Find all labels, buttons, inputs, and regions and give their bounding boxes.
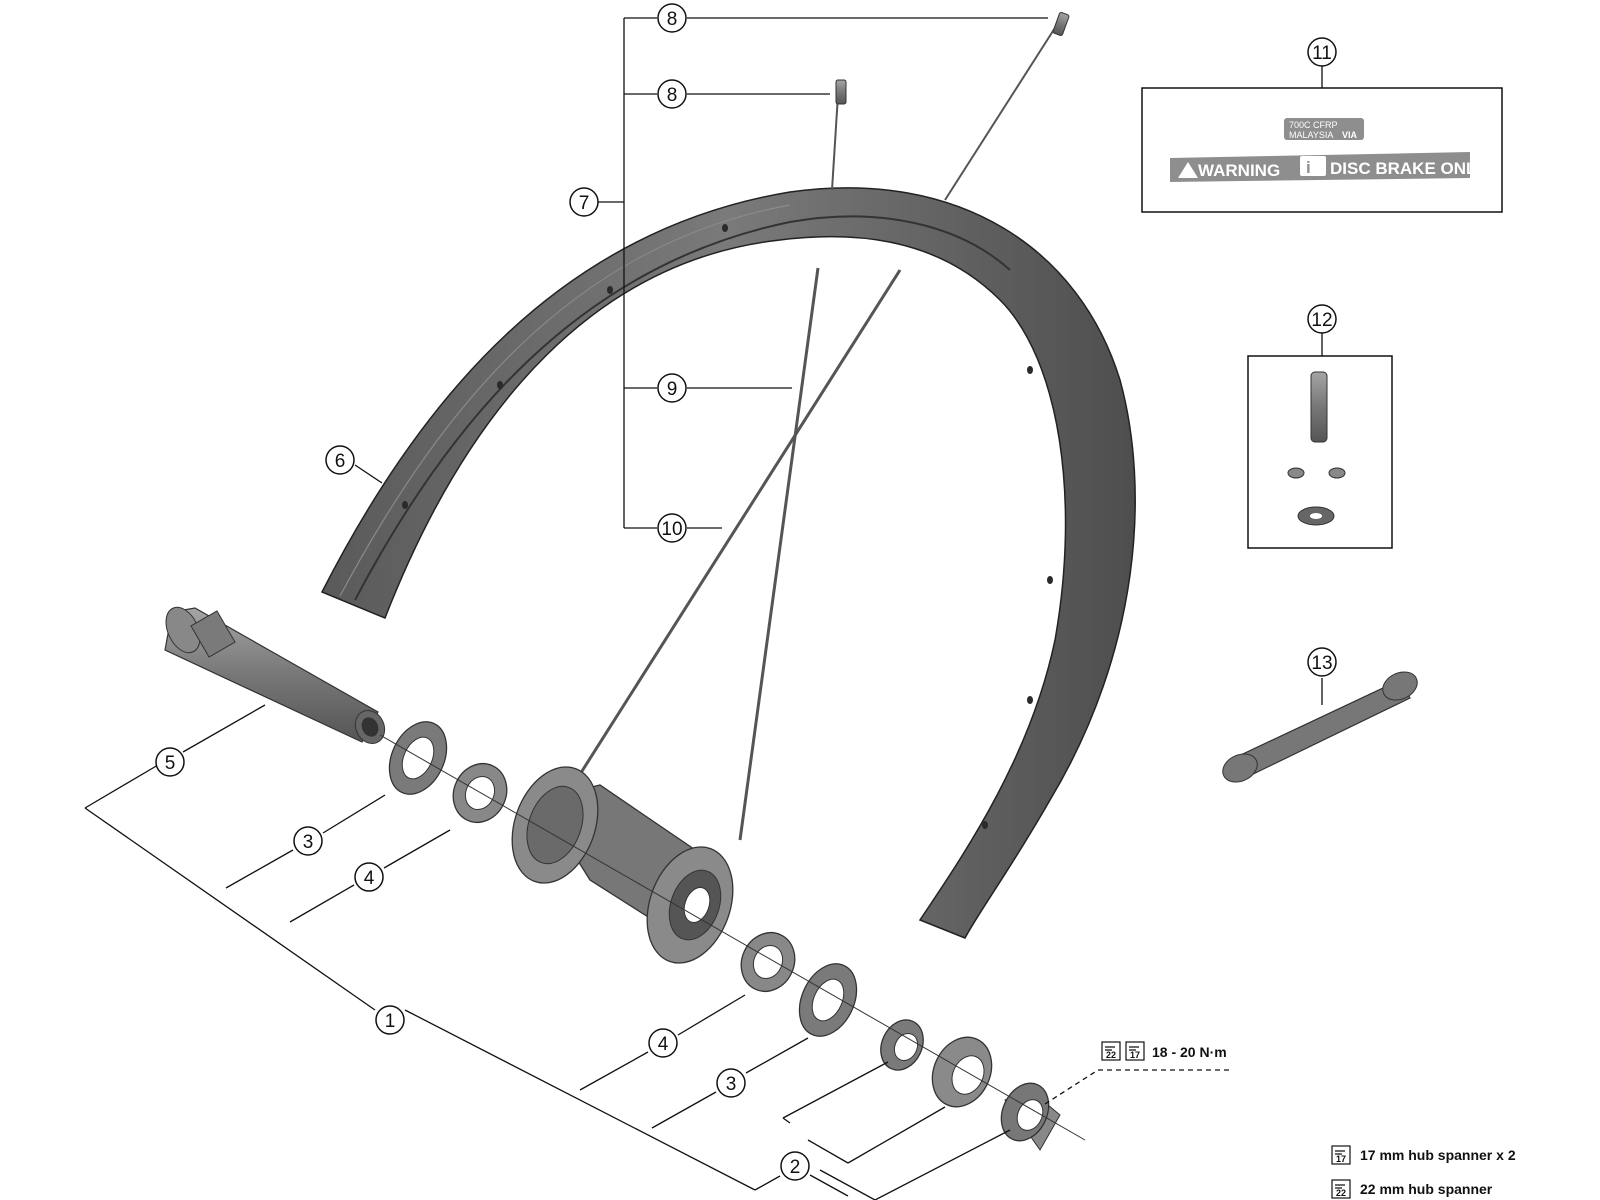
spokes (568, 19, 1061, 841)
decal-line1: 700C CFRP (1289, 120, 1338, 130)
decal-box: 700C CFRP MALAYSIA VIA WARNING i DISC BR… (1141, 87, 1503, 213)
svg-text:2: 2 (790, 1157, 801, 1178)
callout-3-right: 3 (716, 1068, 746, 1098)
hub-spanner-22-legend-icon: 22 (1331, 1179, 1351, 1199)
callout-4-right: 4 (648, 1028, 678, 1058)
svg-text:8: 8 (667, 85, 678, 106)
svg-text:17: 17 (1130, 1050, 1140, 1060)
callout-13: 13 (1307, 647, 1337, 677)
svg-text:7: 7 (579, 193, 590, 214)
rim-spoke-holes (402, 224, 1053, 829)
nipple-top (1052, 12, 1070, 36)
end-cap (1000, 1082, 1061, 1151)
warning-triangle-icon (1178, 162, 1198, 178)
hub-spanner-17-legend-icon: 17 (1331, 1145, 1351, 1165)
callout-1: 1 (375, 1005, 405, 1035)
decal-info-glyph: i (1306, 158, 1311, 177)
decal-line2: MALAYSIA (1289, 130, 1333, 140)
callout-8-mid: 8 (657, 79, 687, 109)
axle (164, 606, 386, 745)
dust-seal-left (388, 721, 448, 795)
svg-text:11: 11 (1312, 43, 1332, 64)
hub-spanner-17-icon: 17 (1125, 1041, 1145, 1061)
callout-2: 2 (780, 1151, 810, 1181)
rim (320, 187, 1136, 939)
legend-label-22: 22 mm hub spanner (1360, 1181, 1493, 1197)
callout-6: 6 (325, 445, 355, 475)
spoke-wrench (1222, 671, 1418, 783)
svg-text:3: 3 (303, 832, 314, 853)
decal-warning: WARNING (1198, 161, 1280, 180)
svg-text:17: 17 (1336, 1154, 1346, 1164)
svg-text:13: 13 (1311, 653, 1332, 674)
torque-value: 18 - 20 N·m (1152, 1044, 1227, 1060)
valve-parts-box (1247, 355, 1393, 549)
svg-text:6: 6 (335, 451, 346, 472)
callout-8-top: 8 (657, 3, 687, 33)
svg-text:10: 10 (661, 519, 682, 540)
tool-legend: 17 17 mm hub spanner x 2 22 22 mm hub sp… (1331, 1145, 1516, 1199)
leader-lines (84, 17, 1323, 1200)
callout-11: 11 (1307, 37, 1337, 67)
decal-via: VIA (1342, 130, 1358, 140)
info-book-icon (1300, 156, 1326, 176)
hub-body (511, 766, 734, 964)
nipple-mid (835, 79, 847, 105)
legend-label-17: 17 mm hub spanner x 2 (1360, 1147, 1516, 1163)
dust-seal-right (798, 963, 858, 1037)
callout-5: 5 (155, 747, 185, 777)
legend-item-22: 22 22 mm hub spanner (1331, 1179, 1493, 1199)
axle-centreline (379, 734, 1086, 1141)
callout-7: 7 (569, 187, 599, 217)
svg-text:9: 9 (667, 379, 678, 400)
callout-3-left: 3 (293, 826, 323, 856)
svg-text:22: 22 (1106, 1050, 1116, 1060)
callout-9: 9 (657, 373, 687, 403)
torque-spec: 22 17 18 - 20 N·m (1101, 1041, 1227, 1061)
decal-disc: DISC BRAKE ONLY! (1330, 159, 1492, 178)
svg-text:5: 5 (165, 753, 176, 774)
callout-4-left: 4 (354, 862, 384, 892)
svg-text:3: 3 (726, 1074, 737, 1095)
svg-text:4: 4 (658, 1034, 669, 1055)
bearing-right (740, 932, 796, 992)
legend-item-17: 17 17 mm hub spanner x 2 (1331, 1145, 1516, 1165)
svg-text:1: 1 (385, 1011, 396, 1032)
svg-text:12: 12 (1311, 310, 1332, 331)
callout-10: 10 (657, 513, 687, 543)
hub-spanner-22-icon: 22 (1101, 1041, 1121, 1061)
cone (931, 1036, 993, 1108)
svg-text:4: 4 (364, 868, 375, 889)
callout-12: 12 (1307, 304, 1337, 334)
svg-text:8: 8 (667, 9, 678, 30)
svg-text:22: 22 (1336, 1188, 1346, 1198)
